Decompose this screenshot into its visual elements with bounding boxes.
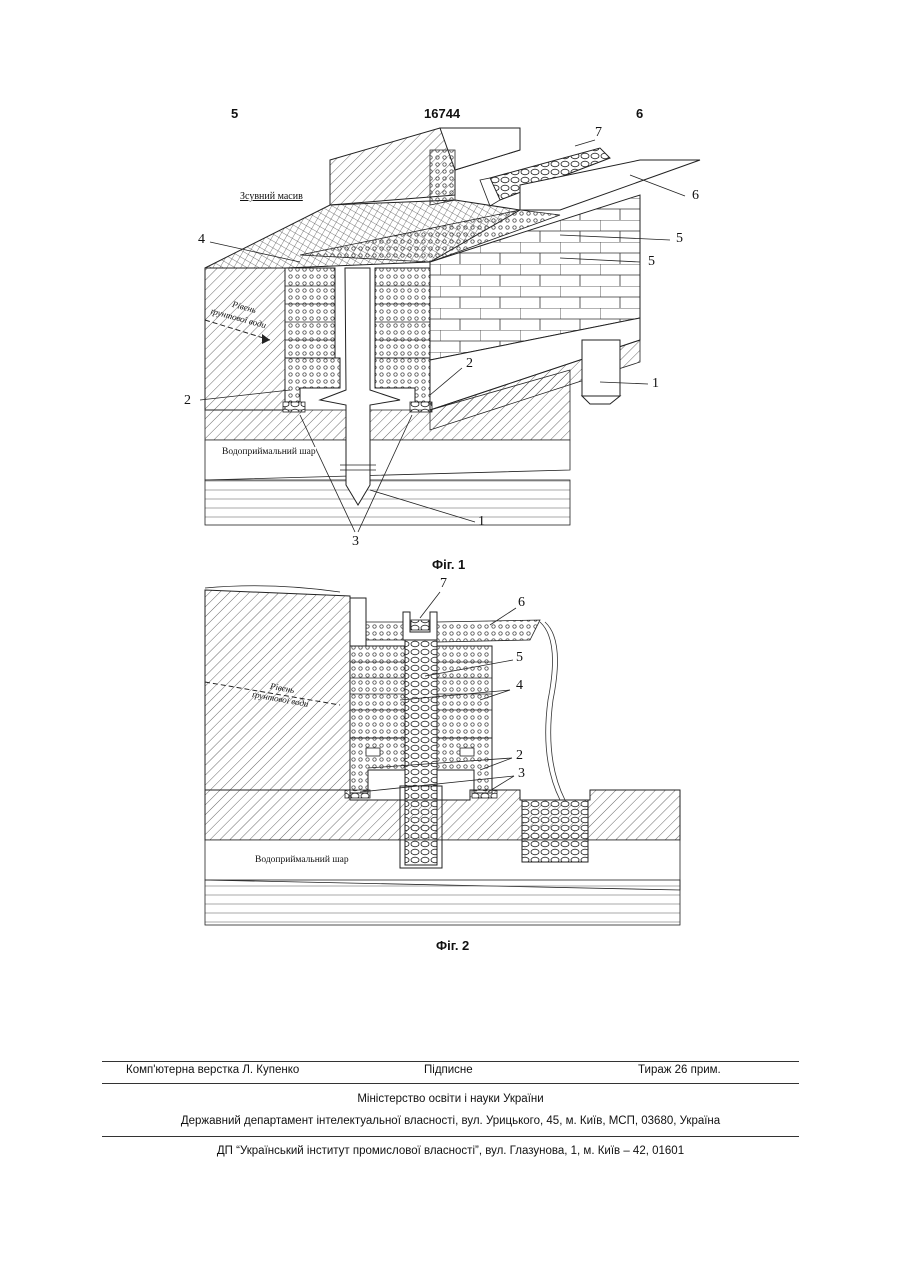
footer-institute: ДП “Український інститут промислової вла… (102, 1145, 799, 1157)
fig2-callout-3: 3 (518, 766, 525, 782)
callout-7: 7 (595, 125, 602, 141)
fig2-callout-4: 4 (516, 678, 523, 694)
fig2-callout-5: 5 (516, 650, 523, 666)
figure-2-drawing (0, 575, 901, 935)
fig2-label-aquifer: Водоприймальний шар (255, 855, 349, 865)
callout-2-left: 2 (184, 393, 191, 409)
fig2-callout-2: 2 (516, 748, 523, 764)
label-landslide-mass: Зсувний масив (240, 191, 303, 202)
footer-rule-mid (102, 1083, 799, 1084)
label-aquifer: Водоприймальний шар (222, 447, 316, 457)
fig2-callout-7: 7 (440, 576, 447, 592)
callout-5: 5 (648, 254, 655, 270)
callout-4-left: 4 (198, 232, 205, 248)
callout-4-right: 5 (676, 231, 683, 247)
callout-2-right: 2 (466, 356, 473, 372)
footer-layout-by: Комп'ютерна верстка Л. Купенко (126, 1064, 299, 1076)
figure-2-caption: Фіг. 2 (436, 938, 469, 953)
callout-1-right: 1 (652, 376, 659, 392)
footer-ministry: Міністерство освіти і науки України (102, 1093, 799, 1105)
callout-3: 3 (352, 534, 359, 550)
callout-1-center: 1 (478, 514, 485, 530)
figure-1-drawing (0, 0, 901, 560)
figure-1-caption: Фіг. 1 (432, 557, 465, 572)
footer-signed: Підписне (424, 1064, 473, 1076)
fig2-callout-6: 6 (518, 595, 525, 611)
callout-6: 6 (692, 188, 699, 204)
footer-circulation: Тираж 26 прим. (638, 1064, 721, 1076)
footer-department: Державний департамент інтелектуальної вл… (102, 1115, 799, 1127)
footer-rule-bottom (102, 1136, 799, 1137)
footer-rule-top (102, 1061, 799, 1062)
